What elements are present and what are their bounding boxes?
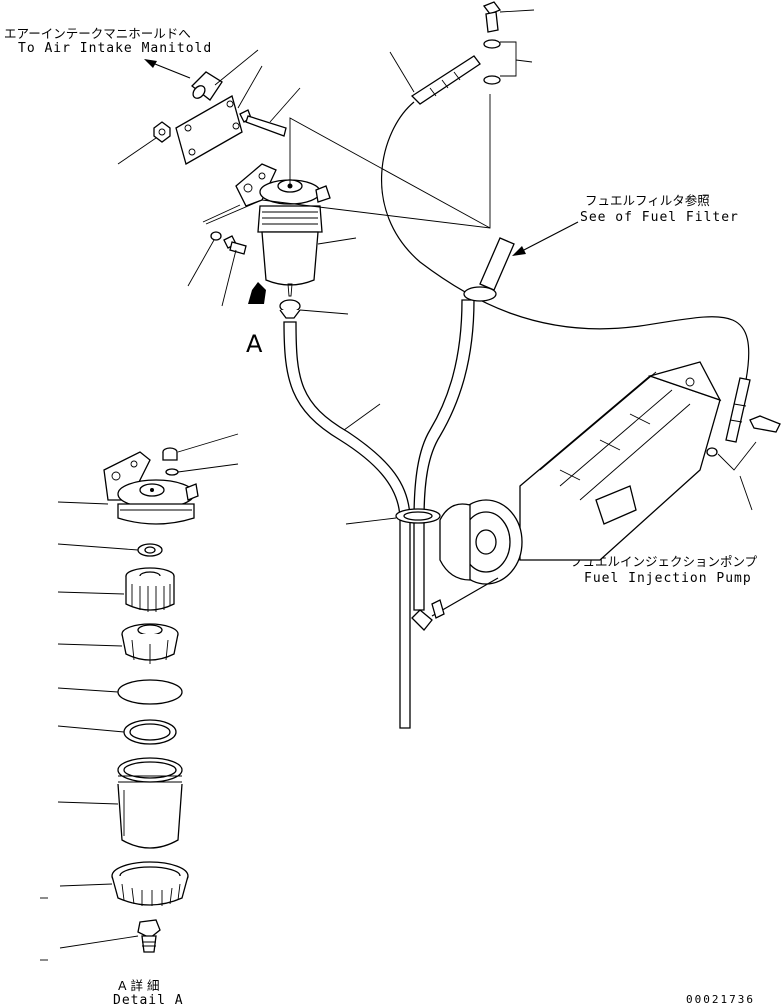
pump-inlet-pipe (411, 577, 499, 631)
leader-detail-head (57, 501, 109, 505)
leader-bracket (202, 204, 241, 223)
leader-detail-gasket (57, 687, 119, 693)
arrow-fuel-filter-icon (512, 221, 579, 256)
detail-filter-bowl (117, 757, 183, 849)
leader-detail-o-ring (57, 725, 125, 733)
hose-clamp-upper (279, 299, 301, 319)
fuel-hose-filter-to-pump (283, 321, 411, 729)
leader-detail-drain-plug (59, 935, 139, 949)
leader-pump-outlet (717, 441, 757, 511)
leader-top-bolt (499, 9, 535, 13)
injection-pump-label-jp: フュエルインジェクションポンプ (570, 554, 758, 569)
arrow-to-air-intake-icon (144, 59, 191, 79)
upper-filter-bolt (223, 235, 247, 255)
intake-connector (191, 71, 223, 101)
fuel-injection-pump (519, 361, 722, 561)
leader-detail-small-seal (57, 543, 139, 551)
pump-outlet-hose (725, 377, 751, 443)
detail-label-jp: A 詳 細 (118, 978, 160, 993)
leader-return-hose (389, 51, 415, 93)
pump-outlet-washer (706, 447, 718, 457)
plate-nut (153, 121, 171, 143)
leader-detail-cap (57, 643, 123, 647)
detail-filter-head (103, 451, 199, 525)
view-letter: A (246, 330, 263, 358)
fuel-hose-second (413, 299, 475, 611)
drawing-number: 00021736 (686, 993, 755, 1006)
fuel-filter-label-en: See of Fuel Filter (580, 210, 739, 225)
detail-drain-plug (137, 919, 161, 953)
leader-detail-retaining-ring (59, 883, 113, 887)
hose-clamp-middle (395, 508, 441, 524)
leader-plate (237, 65, 263, 109)
detail-filter-cap (121, 623, 179, 664)
detail-filter-element (125, 567, 175, 612)
leader-bracket-b (205, 199, 263, 225)
leader-bolt (269, 87, 301, 123)
detail-o-ring (123, 719, 177, 745)
detail-retaining-ring (111, 861, 189, 906)
injection-pump-label-en: Fuel Injection Pump (584, 571, 752, 586)
top-bolt (482, 1, 502, 33)
upper-filter-bowl (257, 205, 323, 297)
view-a-arrow-icon (248, 282, 266, 304)
leader-filter-ref-b (261, 94, 491, 229)
mounting-plate (175, 95, 243, 165)
leader-top-washers (500, 41, 533, 77)
leader-upper-filter (317, 237, 357, 245)
leader-intake-connector (214, 49, 259, 86)
fuel-filter-label-jp: フュエルフィルタ参照 (585, 193, 710, 208)
upper-filter-washer (210, 231, 222, 241)
air-intake-label-en: To Air Intake Manitold (18, 41, 212, 56)
hose-clamp-top (463, 286, 497, 302)
upper-filter-head (259, 179, 331, 205)
leader-upper-washer (187, 239, 215, 287)
detail-small-seal (137, 543, 163, 557)
detail-label-en: Detail A (113, 993, 184, 1007)
leader-detail-bowl (57, 801, 119, 805)
leader-filter-ref-a (289, 117, 491, 229)
leader-nut (117, 137, 157, 165)
leader-clamp (299, 309, 349, 315)
plate-bolt (239, 109, 287, 137)
leader-clamp-middle (345, 517, 397, 525)
detail-bolt (162, 447, 178, 461)
filter-pipe-ref (479, 237, 515, 291)
return-hose (380, 55, 750, 381)
pump-drive-gear (439, 499, 523, 585)
detail-gasket-disc (117, 679, 183, 705)
air-intake-label-jp: エアーインテークマニホールドへ (4, 26, 191, 41)
leader-upper-bolt (221, 249, 237, 307)
leader-fuel-hose (343, 403, 381, 431)
leader-detail-bolt (177, 433, 239, 453)
top-washers (483, 39, 501, 85)
leader-detail-washer (177, 463, 239, 473)
detail-washer (165, 468, 179, 476)
leader-detail-element (57, 591, 125, 595)
pump-outlet-bolt (749, 415, 781, 433)
